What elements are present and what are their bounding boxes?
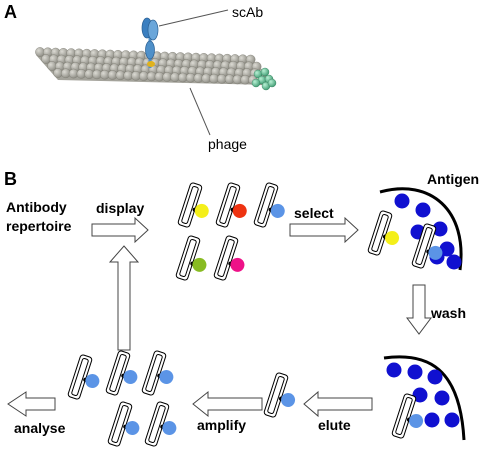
displayed-phage xyxy=(215,182,247,228)
step-elute: elute xyxy=(318,417,351,433)
phage-core xyxy=(415,227,433,265)
antigen-cluster-top xyxy=(394,193,462,270)
displayed-antibody xyxy=(385,230,400,245)
displayed-antibody xyxy=(428,245,443,260)
scab-label: scAb xyxy=(232,4,264,20)
phage-core xyxy=(217,239,235,277)
antigen-surface-bottom xyxy=(383,355,466,441)
displayed-antibody xyxy=(125,421,140,436)
phage-core xyxy=(395,397,413,435)
antigen-molecule xyxy=(386,362,402,378)
displayed-phage xyxy=(141,350,174,396)
displayed-phage xyxy=(411,223,443,269)
displayed-phage xyxy=(263,372,296,418)
scab-pointer-line xyxy=(158,9,229,27)
displayed-antibody xyxy=(123,370,138,385)
phage-tip-bead xyxy=(267,78,277,88)
phage-core xyxy=(111,405,129,443)
scab-antibody xyxy=(141,17,159,68)
panel-label-b: B xyxy=(4,169,17,189)
displayed-phage xyxy=(67,354,100,400)
antigen-molecule xyxy=(432,221,448,237)
antigen-molecule xyxy=(446,254,462,270)
antigen-molecule xyxy=(415,202,431,218)
displayed-antibody xyxy=(159,370,174,385)
phage-core xyxy=(257,186,275,224)
arrow-display xyxy=(91,216,149,244)
arrow-amplify xyxy=(192,390,263,418)
step-select: select xyxy=(294,205,334,221)
phage-particle xyxy=(35,47,277,91)
phage-core xyxy=(71,358,89,396)
displayed-antibody xyxy=(194,203,209,218)
antigen-cluster-bottom xyxy=(386,362,460,428)
arrow-analyse xyxy=(7,391,56,417)
phage-pointer-line xyxy=(189,87,211,136)
arrow-loop-up xyxy=(108,245,140,351)
antigen-molecule xyxy=(407,364,423,380)
displayed-antibody xyxy=(409,413,424,428)
arrow-select xyxy=(289,216,359,244)
antigen-label: Antigen xyxy=(427,171,480,187)
antigen-molecule xyxy=(424,412,440,428)
displayed-phage xyxy=(107,401,140,447)
step-display: display xyxy=(96,200,145,216)
antigen-molecule xyxy=(427,369,443,385)
step-wash: wash xyxy=(431,305,467,321)
displayed-antibody xyxy=(232,203,247,218)
displayed-antibody xyxy=(281,392,296,407)
antigen-molecule xyxy=(444,412,460,428)
phage-tip-bead xyxy=(251,78,261,88)
phage-label: phage xyxy=(208,136,247,152)
phage-tip xyxy=(251,67,277,91)
phage-core xyxy=(371,214,389,252)
arrow-wash xyxy=(406,284,432,335)
displayed-antibody xyxy=(270,203,285,218)
phage-core xyxy=(181,186,199,224)
phage-core xyxy=(219,186,237,224)
antigen-surface-top xyxy=(379,187,463,271)
phage-core xyxy=(109,354,127,392)
displayed-antibody xyxy=(192,257,207,272)
displayed-phage xyxy=(105,350,138,396)
displayed-phage xyxy=(144,401,177,447)
antigen-molecule xyxy=(394,193,410,209)
phage-core xyxy=(145,354,163,392)
arrow-elute xyxy=(303,390,373,418)
displayed-phage xyxy=(177,182,209,228)
antigen-molecule xyxy=(434,390,450,406)
displayed-phage xyxy=(213,235,245,281)
antigen-molecule xyxy=(439,241,455,257)
displayed-phage xyxy=(253,182,285,228)
step-analyse: analyse xyxy=(14,420,66,436)
displayed-phage xyxy=(367,210,400,256)
displayed-phage xyxy=(391,393,424,439)
displayed-phage xyxy=(175,235,207,281)
phage-tip-bead xyxy=(260,67,270,77)
panel-label-a: A xyxy=(4,2,17,22)
phage-core xyxy=(267,376,285,414)
phage-core xyxy=(179,239,197,277)
displayed-antibody xyxy=(85,374,100,389)
phage-body xyxy=(35,47,274,86)
antibody-repertoire-line2: repertoire xyxy=(6,218,72,234)
antibody-repertoire-line1: Antibody xyxy=(6,199,67,215)
phage-library xyxy=(67,182,443,447)
flow-arrows xyxy=(7,216,432,418)
step-amplify: amplify xyxy=(197,417,247,433)
phage-core xyxy=(148,405,166,443)
displayed-antibody xyxy=(230,257,245,272)
displayed-antibody xyxy=(162,421,177,436)
